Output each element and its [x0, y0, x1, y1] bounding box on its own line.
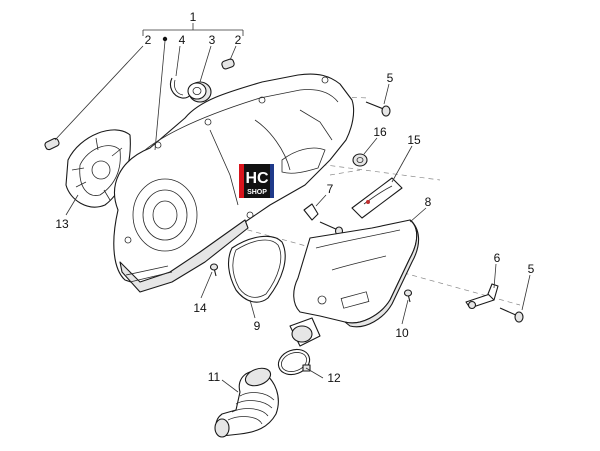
callout-6: 6 [494, 251, 501, 265]
callout-5-top: 5 [387, 71, 394, 85]
callout-7: 7 [327, 182, 334, 196]
part-1-main-cover [113, 73, 355, 293]
part-9-gasket [227, 235, 286, 303]
logo-blue-bar [270, 164, 274, 198]
callout-11: 11 [208, 370, 221, 384]
part-15-badge [351, 177, 403, 219]
badge-emblem [366, 200, 370, 204]
callout-3: 3 [209, 33, 216, 47]
part-16-grommet [352, 153, 368, 167]
part-7-bracket [303, 203, 344, 236]
callout-14: 14 [193, 301, 207, 315]
part-10-screw [403, 289, 413, 303]
callout-12: 12 [327, 371, 341, 385]
callout-labels: 1 2 4 3 2 5 16 15 7 8 6 5 13 14 9 10 12 … [55, 10, 534, 385]
assembly-bracket [142, 23, 244, 42]
part-11-bellows [214, 367, 279, 438]
part-8-filter-box [289, 219, 420, 347]
callout-1: 1 [190, 10, 197, 24]
bracket-dot [162, 36, 168, 42]
part-2-pin-left [44, 137, 60, 151]
logo-red-bar [239, 164, 244, 198]
logo-shop-text: SHOP [247, 189, 267, 196]
part-12-clamp [277, 348, 311, 376]
part-5-screw-right [499, 307, 524, 323]
hc-shop-logo: HC SHOP [239, 164, 274, 198]
part-6-bracket [465, 283, 499, 310]
leader-lines [54, 40, 531, 393]
part-5-screw-top [365, 101, 391, 117]
callout-15: 15 [407, 133, 421, 147]
callout-5-right: 5 [528, 262, 535, 276]
part-2-pin-top [221, 58, 235, 70]
callout-9: 9 [254, 319, 261, 333]
callout-13: 13 [55, 217, 69, 231]
logo-black-box [244, 164, 270, 198]
callout-8: 8 [425, 195, 432, 209]
part-3-bearing [187, 81, 212, 103]
logo-hc-text: HC [245, 170, 269, 187]
callout-16: 16 [373, 125, 387, 139]
callout-2-left: 2 [145, 33, 152, 47]
callout-10: 10 [395, 326, 409, 340]
callout-2-right: 2 [235, 33, 242, 47]
callout-4: 4 [179, 33, 186, 47]
part-14-screw [209, 263, 219, 277]
